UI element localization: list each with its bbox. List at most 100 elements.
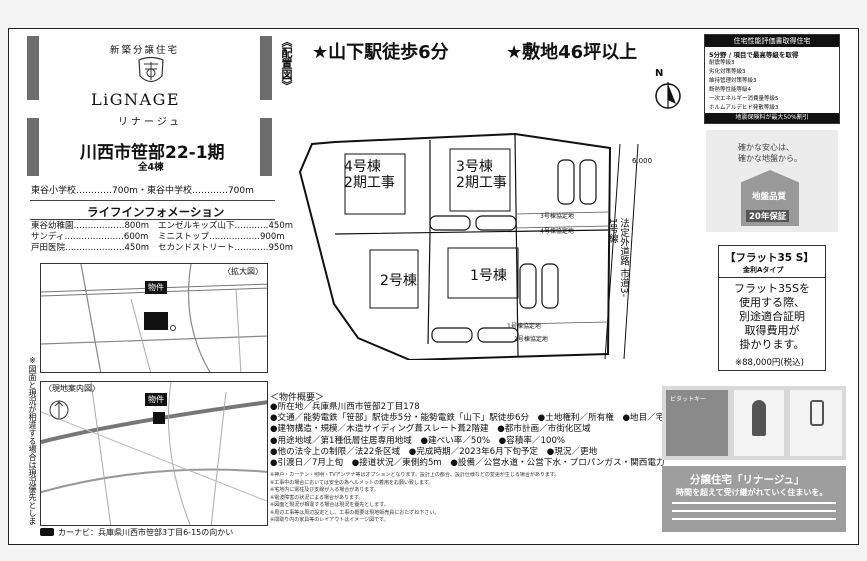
flat35-body: フラット35Sを 使用する際、 別途適合証明 取得費用が 掛かります。 [719, 282, 825, 352]
lifeinfo-item: 戸田医院…………………450m [31, 243, 150, 253]
person-icon [752, 400, 766, 436]
enlarged-map-label: 〈拡大図〉 [223, 267, 263, 276]
site-plan-drawing [298, 132, 639, 362]
overview-note: ※電波障害の状況による場合があります。 [270, 494, 364, 501]
overview-list: ●所在地／兵庫県川西市笹部2丁目178 ●交通／能勢電鉄「笹部」駅徒歩5分・能勢… [270, 402, 673, 469]
enlarged-map [40, 263, 268, 373]
road-width: 6.000 [632, 157, 653, 165]
lifeinfo-rule-top [30, 200, 275, 201]
series-rule-2 [672, 510, 836, 512]
brochure-title: ビタットキー [670, 396, 707, 403]
quality-caption-2: 確かな地盤から。 [738, 154, 802, 163]
performance-cert-panel: 住宅性能評価書取得住宅 5分野 / 項目で最高等級を取得 耐震等級3 劣化対策等… [704, 34, 840, 124]
property-units: 全4棟 [138, 162, 164, 173]
overview-line: ●用途地域／第1種低層住居専用地域 ●建ぺい率／50% ●容積率／100% [270, 435, 566, 446]
cert-item: 耐震等級3 [709, 60, 735, 66]
property-title: 川西市笹部22-1期 [80, 143, 225, 163]
cert-subtitle: 5分野 / 項目で最高等級を取得 [709, 51, 799, 59]
overview-line: ●所在地／兵庫県川西市笹部2丁目178 [270, 402, 420, 412]
overview-note: ※間取り内の家具等のレイアウトはイメージ図です。 [270, 517, 389, 523]
boundary-label-2: 2号棟協定地 [514, 336, 548, 343]
guide-map [40, 381, 268, 526]
building-1: 1号棟 [470, 268, 507, 284]
brand-stripe-left [27, 36, 39, 100]
quality-caption-1: 確かな安心は、 [738, 143, 794, 152]
flat35-line: 取得費用が [744, 324, 800, 337]
lifeinfo-item: セカンドストリート…………950m [158, 243, 294, 253]
headline-station: ★山下駅徒歩6分 [312, 42, 449, 63]
flat35-line: 別途適合証明 [739, 310, 805, 323]
overview-line: ●建物構造・規模／木造サイディング葺スレート葺2階建 ●都市計画／市街化区域 [270, 424, 591, 435]
building-4: 4号棟 2期工事 [344, 159, 395, 191]
cert-item: 維持管理対策等級3 [709, 78, 757, 84]
title-stripe-left [27, 118, 39, 176]
boundary-label-1: 1号棟協定地 [507, 323, 541, 330]
site-plan [290, 124, 660, 362]
series-banner: 分譲住宅「リナージュ」 時間を超えて受け継がれていく住まいを。 [662, 466, 846, 532]
brand-logo-text: LiGNAGE [91, 90, 181, 109]
lifeinfo-rule-bottom [30, 219, 275, 220]
cert-title: 住宅性能評価書取得住宅 [705, 35, 839, 47]
flat35-line: フラット35Sを [734, 282, 810, 295]
guide-map-label: 〈現地案内図〉 [44, 384, 100, 393]
brand-tagline: 新築分譲住宅 [110, 45, 180, 56]
overview-note: ※周辺工事等は周辺設定とし、工事の概要は現地販売員におたずね下さい。 [270, 509, 440, 516]
smart-key-brochure: ビタットキー [662, 386, 846, 460]
ground-quality-panel: 確かな安心は、 確かな地盤から。 地盤品質 20年保証 [706, 130, 838, 232]
carnavi-address: カーナビ：兵庫県川西市笹部3丁目6-15の向かい [58, 528, 234, 537]
overview-notes: ※神戸・カーテン・照明・TVアンテナ等はオプションとなります。設計上の都合、設計… [270, 472, 655, 525]
flat35-title: 【フラット35 S】 [725, 252, 814, 264]
boundary-label-4: 4号棟協定地 [540, 228, 574, 235]
phone-icon [810, 400, 824, 426]
lifeinfo-left-list: 東谷幼稚園………………800m サンディ…………………600m 戸田医院…………… [31, 221, 149, 254]
cert-item: 一次エネルギー消費量等級5 [709, 96, 779, 102]
cert-items: 耐震等級3 劣化対策等級3 維持管理対策等級3 断熱等性能等級4 一次エネルギー… [709, 59, 837, 113]
overview-note: ※宅地内に電柱及び支線が入る場合があります。 [270, 487, 379, 493]
guide-map-drawing [41, 382, 267, 525]
overview-heading: ＜物件概要＞ [270, 393, 325, 403]
series-rule-3 [672, 518, 836, 520]
crest-icon [136, 56, 166, 92]
overview-line: ●交通／能勢電鉄「笹部」駅徒歩5分・能勢電鉄「山下」駅徒歩6分 ●土地権利／所有… [270, 413, 673, 424]
brand-stripe-right [260, 36, 272, 100]
cert-item: 断熱等性能等級4 [709, 87, 751, 93]
north-arrow-icon [654, 80, 682, 114]
brochure-cover [666, 390, 728, 456]
overview-line: ●引渡日／7月上旬 ●接道状況／東側約5m ●設備／公営水道・公営下水・プロパン… [270, 458, 665, 469]
lifeinfo-right-list: エンゼルキッズ山下…………450m ミニストップ………………900m セカンドス… [158, 221, 293, 254]
guide-map-property-marker: 物件 [145, 393, 167, 406]
flat35-line: 使用する際、 [739, 296, 805, 309]
building-4-phase: 2期工事 [344, 175, 395, 191]
flat35-panel: 【フラット35 S】 金利Aタイプ フラット35Sを 使用する際、 別途適合証明… [718, 245, 826, 371]
building-4-name: 4号棟 [344, 159, 381, 175]
flat35-rule [719, 277, 825, 278]
boundary-label-3: 3号棟協定地 [540, 213, 574, 220]
overview-note: ※図面と現況が相違する場合は現況を優先とします。 [270, 502, 389, 508]
series-rule-1 [672, 502, 836, 504]
north-label: N [655, 68, 664, 79]
building-3-name: 3号棟 [456, 159, 493, 175]
headline-lot-size: ★敷地46坪以上 [506, 42, 638, 63]
enlarged-map-property-marker: 物件 [145, 281, 167, 294]
brand-kana: リナージュ [118, 117, 183, 128]
flat35-subtitle: 金利Aタイプ [743, 266, 784, 274]
flat35-fee: ※88,000円(税込) [735, 358, 804, 368]
quality-years: 20年保証 [746, 210, 790, 222]
lifeinfo-heading: ライフインフォメーション [87, 205, 225, 219]
cert-item: 劣化対策等級3 [709, 69, 746, 75]
flat35-line: 掛かります。 [739, 338, 805, 351]
building-2: 2号棟 [380, 273, 417, 289]
quality-badge: 地盤品質 [752, 192, 787, 202]
building-3-phase: 2期工事 [456, 175, 507, 191]
layout-plan-label: 《配置図》 [280, 36, 293, 91]
car-icon [40, 528, 54, 536]
cert-footer: 地震保険料が最大50%割引 [705, 113, 839, 123]
map-side-note: ※図面と現況が相違する場合は現況優先とします。 [27, 356, 37, 525]
overview-note: ※工事中の場合においては安全の為ヘルメットの着用をお願い致します。 [270, 479, 434, 486]
lifeinfo-item: 東谷幼稚園………………800m [31, 221, 150, 231]
lifeinfo-item: エンゼルキッズ山下…………450m [158, 221, 294, 231]
cert-item: ホルムアルデヒド発散等級3 [709, 105, 779, 111]
building-3: 3号棟 2期工事 [456, 159, 507, 191]
title-stripe-right [260, 118, 272, 176]
lifeinfo-item: サンディ…………………600m [31, 232, 149, 242]
